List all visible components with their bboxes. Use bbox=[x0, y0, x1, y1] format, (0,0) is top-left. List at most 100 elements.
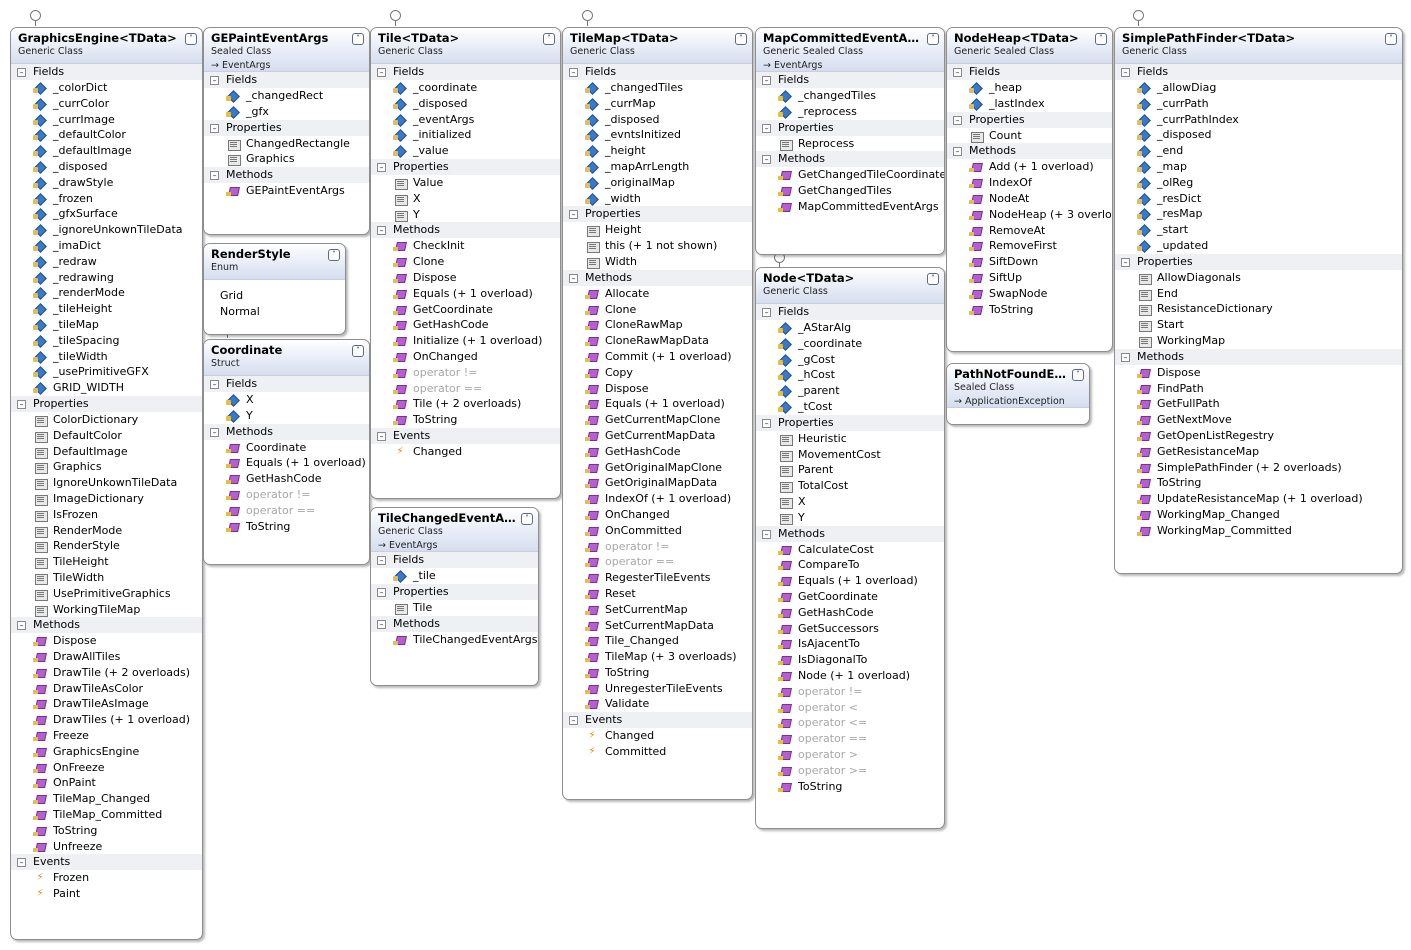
minus-icon[interactable]: – bbox=[377, 556, 386, 565]
member-currimage[interactable]: _currImage bbox=[11, 112, 202, 128]
member-end[interactable]: End bbox=[1115, 286, 1402, 302]
member-drawtiles-1-overload[interactable]: DrawTiles (+ 1 overload) bbox=[11, 712, 202, 728]
member-ignoreunkowntiledata[interactable]: _ignoreUnkownTileData bbox=[11, 222, 202, 238]
minus-icon[interactable]: – bbox=[762, 529, 771, 539]
member-coordinate[interactable]: Coordinate bbox=[204, 440, 369, 456]
member-start[interactable]: Start bbox=[1115, 317, 1402, 333]
member-tcost[interactable]: _tCost bbox=[756, 399, 944, 415]
member-dispose[interactable]: Dispose bbox=[563, 381, 752, 397]
member-operator[interactable]: operator == bbox=[756, 731, 944, 747]
member-gepainteventargs[interactable]: GEPaintEventArgs bbox=[204, 183, 369, 199]
member-coordinate[interactable]: _coordinate bbox=[371, 80, 560, 96]
member-olreg[interactable]: _olReg bbox=[1115, 175, 1402, 191]
member-reprocess[interactable]: _reprocess bbox=[756, 104, 944, 120]
section-fields[interactable]: –Fields bbox=[756, 72, 944, 88]
member-clonerawmapdata[interactable]: CloneRawMapData bbox=[563, 333, 752, 349]
member-unfreeze[interactable]: Unfreeze bbox=[11, 839, 202, 855]
member-findpath[interactable]: FindPath bbox=[1115, 381, 1402, 397]
minus-icon[interactable]: – bbox=[569, 716, 578, 726]
member-coordinate[interactable]: _coordinate bbox=[756, 336, 944, 352]
member-initialized[interactable]: _initialized bbox=[371, 127, 560, 143]
class-simple-path-finder[interactable]: SimplePathFinder<TData>Generic Class˄–Fi… bbox=[1114, 27, 1403, 574]
member-isdiagonalto[interactable]: IsDiagonalTo bbox=[756, 652, 944, 668]
member-currpathindex[interactable]: _currPathIndex bbox=[1115, 112, 1402, 128]
member-frozen[interactable]: ⚡Frozen bbox=[11, 870, 202, 886]
member-height[interactable]: Height bbox=[563, 222, 752, 238]
member-colordict[interactable]: _colorDict bbox=[11, 80, 202, 96]
section-properties[interactable]: –Properties bbox=[204, 119, 369, 136]
member-tilewidth[interactable]: _tileWidth bbox=[11, 349, 202, 365]
member-paint[interactable]: ⚡Paint bbox=[11, 886, 202, 902]
member-tilemap-committed[interactable]: TileMap_Committed bbox=[11, 807, 202, 823]
member-end[interactable]: _end bbox=[1115, 143, 1402, 159]
member-rendermode[interactable]: _renderMode bbox=[11, 285, 202, 301]
member-tile[interactable]: Tile bbox=[371, 600, 538, 616]
minus-icon[interactable]: – bbox=[377, 68, 386, 77]
member-graphics[interactable]: Graphics bbox=[204, 151, 369, 167]
member-width[interactable]: Width bbox=[563, 254, 752, 270]
member-currpath[interactable]: _currPath bbox=[1115, 96, 1402, 112]
member-disposed[interactable]: _disposed bbox=[1115, 127, 1402, 143]
class-graphics-engine[interactable]: GraphicsEngine<TData>Generic Class˄–Fiel… bbox=[10, 27, 203, 940]
collapse-toggle-icon[interactable]: ˄ bbox=[1385, 33, 1397, 45]
member-updated[interactable]: _updated bbox=[1115, 238, 1402, 254]
member-committed[interactable]: ⚡Committed bbox=[563, 744, 752, 760]
member-count[interactable]: Count bbox=[947, 128, 1112, 144]
member-heap[interactable]: _heap bbox=[947, 80, 1112, 96]
minus-icon[interactable]: – bbox=[17, 858, 26, 868]
class-node[interactable]: Node<TData>Generic Class˄–Fields_AStarAl… bbox=[755, 267, 945, 829]
member-siftup[interactable]: SiftUp bbox=[947, 270, 1112, 286]
member-height[interactable]: _height bbox=[563, 143, 752, 159]
member-oncommitted[interactable]: OnCommitted bbox=[563, 523, 752, 539]
member-map[interactable]: _map bbox=[1115, 159, 1402, 175]
member-unregestertileevents[interactable]: UnregesterTileEvents bbox=[563, 681, 752, 697]
member-commit-1-overload[interactable]: Commit (+ 1 overload) bbox=[563, 349, 752, 365]
member-tileheight[interactable]: TileHeight bbox=[11, 554, 202, 570]
section-fields[interactable]: –Fields bbox=[756, 304, 944, 320]
collapse-toggle-icon[interactable]: ˄ bbox=[185, 33, 197, 45]
member-width[interactable]: _width bbox=[563, 191, 752, 207]
member-getsuccessors[interactable]: GetSuccessors bbox=[756, 621, 944, 637]
section-fields[interactable]: –Fields bbox=[1115, 64, 1402, 80]
section-fields[interactable]: –Fields bbox=[204, 72, 369, 88]
minus-icon[interactable]: – bbox=[210, 380, 219, 389]
minus-icon[interactable]: – bbox=[377, 619, 386, 629]
member-colordictionary[interactable]: ColorDictionary bbox=[11, 412, 202, 428]
member-useprimitivegfx[interactable]: _usePrimitiveGFX bbox=[11, 364, 202, 380]
member-operator[interactable]: operator == bbox=[204, 503, 369, 519]
member-imadict[interactable]: _imaDict bbox=[11, 238, 202, 254]
minus-icon[interactable]: – bbox=[210, 123, 219, 133]
member-allocate[interactable]: Allocate bbox=[563, 286, 752, 302]
member-maparrlength[interactable]: _mapArrLength bbox=[563, 159, 752, 175]
member-tile[interactable]: _tile bbox=[371, 568, 538, 584]
member-operator[interactable]: operator != bbox=[756, 684, 944, 700]
member-getcoordinate[interactable]: GetCoordinate bbox=[756, 589, 944, 605]
member-operator[interactable]: operator != bbox=[204, 487, 369, 503]
section-properties[interactable]: –Properties bbox=[11, 395, 202, 412]
member-isfrozen[interactable]: IsFrozen bbox=[11, 507, 202, 523]
member-rendermode[interactable]: RenderMode bbox=[11, 523, 202, 539]
member-mapcommittedeventargs[interactable]: MapCommittedEventArgs bbox=[756, 199, 944, 215]
member-equals-1-overload[interactable]: Equals (+ 1 overload) bbox=[204, 455, 369, 471]
section-fields[interactable]: –Fields bbox=[11, 64, 202, 80]
member-allowdiag[interactable]: _allowDiag bbox=[1115, 80, 1402, 96]
member-setcurrentmapdata[interactable]: SetCurrentMapData bbox=[563, 618, 752, 634]
member-gethashcode[interactable]: GetHashCode bbox=[371, 317, 560, 333]
member-getresistancemap[interactable]: GetResistanceMap bbox=[1115, 444, 1402, 460]
member-y[interactable]: Y bbox=[371, 207, 560, 223]
member-operator[interactable]: operator <= bbox=[756, 715, 944, 731]
member-checkinit[interactable]: CheckInit bbox=[371, 238, 560, 254]
member-frozen[interactable]: _frozen bbox=[11, 191, 202, 207]
minus-icon[interactable]: – bbox=[953, 147, 962, 157]
member-drawtileascolor[interactable]: DrawTileAsColor bbox=[11, 681, 202, 697]
member-drawalltiles[interactable]: DrawAllTiles bbox=[11, 649, 202, 665]
member-operator[interactable]: operator > bbox=[756, 747, 944, 763]
member-workingtilemap[interactable]: WorkingTileMap bbox=[11, 602, 202, 618]
member-onpaint[interactable]: OnPaint bbox=[11, 775, 202, 791]
member-gethashcode[interactable]: GetHashCode bbox=[204, 471, 369, 487]
member-defaultimage[interactable]: DefaultImage bbox=[11, 444, 202, 460]
collapse-toggle-icon[interactable]: ˄ bbox=[543, 33, 555, 45]
member-ignoreunkowntiledata[interactable]: IgnoreUnkownTileData bbox=[11, 475, 202, 491]
member-gethashcode[interactable]: GetHashCode bbox=[756, 605, 944, 621]
